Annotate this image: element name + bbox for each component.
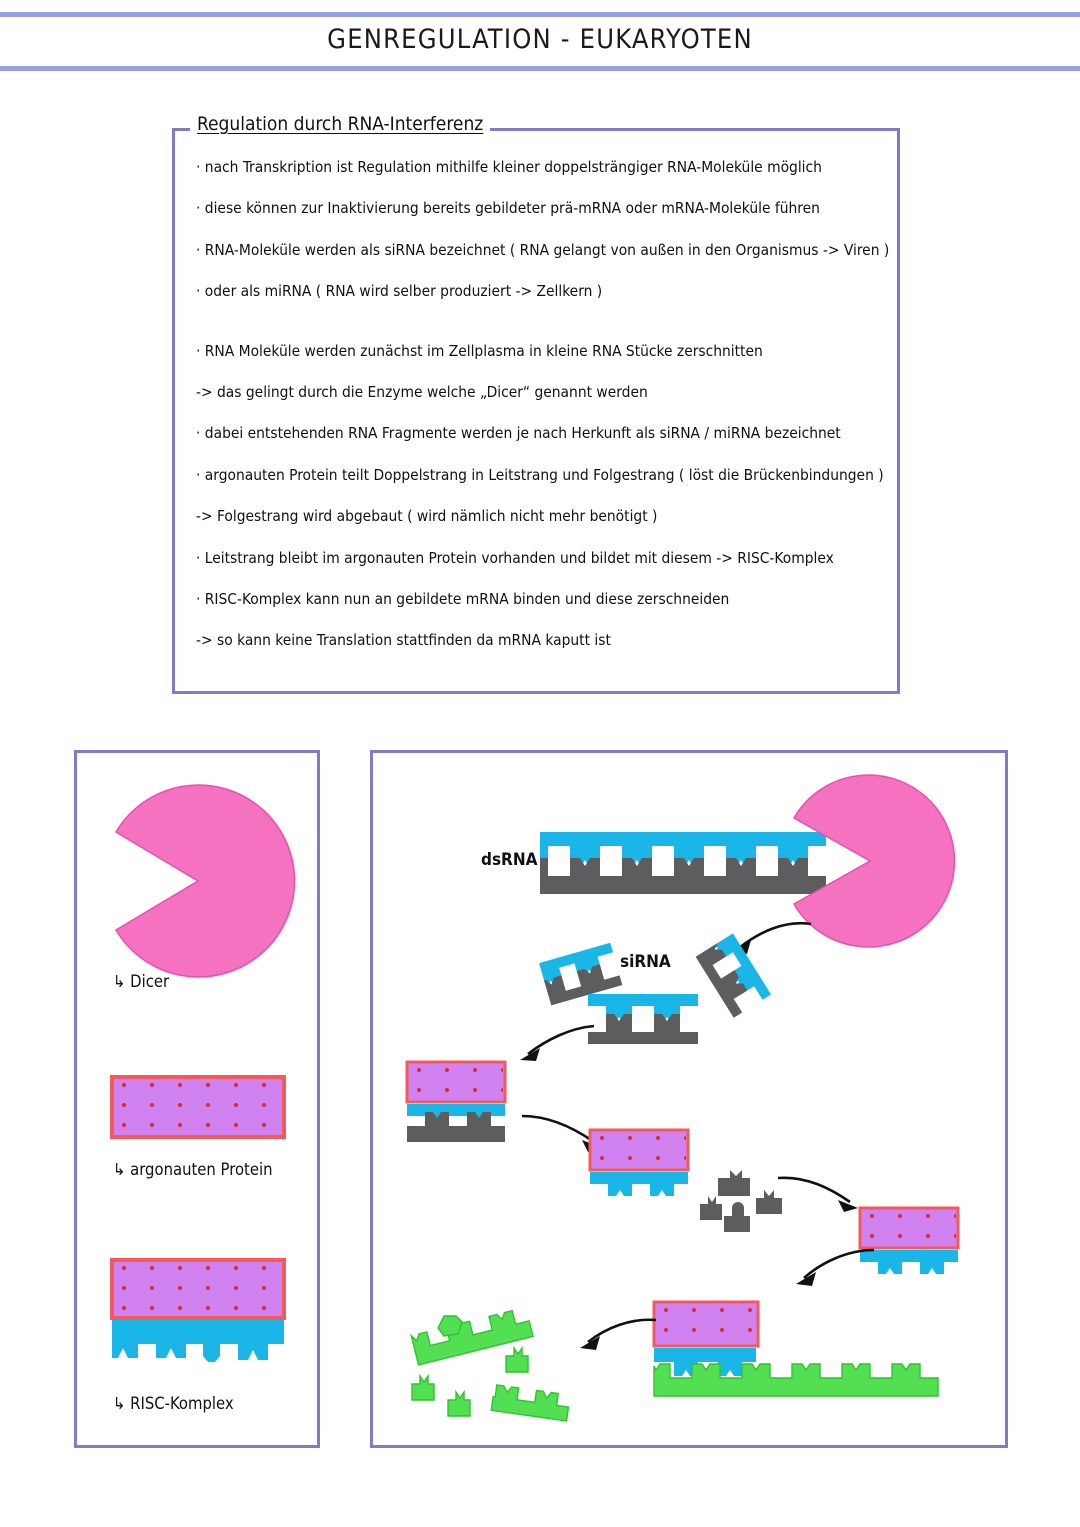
risc-bound-to-mrna bbox=[652, 1300, 939, 1397]
note-line: · dabei entstehenden RNA Fragmente werde… bbox=[196, 424, 841, 443]
note-line: · RNA-Moleküle werden als siRNA bezeichn… bbox=[196, 240, 890, 259]
note-line: · Leitstrang bleibt im argonauten Protei… bbox=[196, 548, 834, 567]
note-line: -> so kann keine Translation stattfinden… bbox=[196, 631, 611, 650]
legend-label-argonaute: ↳ argonauten Protein bbox=[113, 1160, 273, 1179]
note-line: -> Folgestrang wird abgebaut ( wird näml… bbox=[196, 507, 658, 526]
argonaute-leading-strand bbox=[588, 1128, 690, 1196]
arrow-step3-to-step4 bbox=[796, 1248, 875, 1286]
dicer-icon bbox=[114, 784, 296, 978]
notes-fieldset-title: Regulation durch RNA-Interferenz bbox=[190, 113, 491, 135]
sirna-fragment bbox=[588, 994, 698, 1044]
notes-fieldset bbox=[172, 128, 900, 694]
dsrna-duplex bbox=[540, 832, 826, 894]
arrow-mrna-cleavage bbox=[580, 1318, 657, 1350]
note-line: · RNA Moleküle werden zunächst im Zellpl… bbox=[196, 341, 763, 360]
argonaute-protein-icon bbox=[110, 1075, 286, 1139]
degraded-folgestrang-fragments bbox=[700, 1170, 782, 1232]
note-line: · RISC-Komplex kann nun an gebildete mRN… bbox=[196, 590, 730, 609]
label-sirna: siRNA bbox=[620, 952, 671, 972]
header-rule-top bbox=[0, 12, 1080, 17]
risc-complex-step3 bbox=[858, 1206, 960, 1274]
sirna-fragment bbox=[539, 942, 623, 1006]
note-line: · diese können zur Inaktivierung bereits… bbox=[196, 199, 820, 218]
notes-body: · nach Transkription ist Regulation mith… bbox=[196, 158, 896, 675]
legend-label-dicer: ↳ Dicer bbox=[113, 972, 170, 991]
header-rule-bottom bbox=[0, 66, 1080, 71]
page-title: GENREGULATION - EUKARYOTEN bbox=[327, 24, 753, 55]
note-line: · argonauten Protein teilt Doppelstrang … bbox=[196, 465, 884, 484]
note-line: · nach Transkription ist Regulation mith… bbox=[196, 158, 822, 176]
cleaved-mrna-fragments bbox=[410, 1309, 570, 1422]
note-line: · oder als miRNA ( RNA wird selber produ… bbox=[196, 282, 603, 301]
argonaute-sirna-duplex bbox=[405, 1060, 507, 1142]
legend-label-risc: ↳ RISC-Komplex bbox=[113, 1394, 234, 1413]
sirna-fragment bbox=[695, 933, 772, 1018]
dicer-icon-diagram bbox=[792, 774, 956, 948]
arrow-step2-to-step3 bbox=[777, 1176, 858, 1212]
label-dsrna: dsRNA bbox=[481, 850, 538, 870]
arrow-sirna-to-argonaute bbox=[520, 1024, 595, 1061]
note-line: -> das gelingt durch die Enzyme welche „… bbox=[196, 383, 648, 402]
risc-complex-icon bbox=[110, 1258, 286, 1362]
